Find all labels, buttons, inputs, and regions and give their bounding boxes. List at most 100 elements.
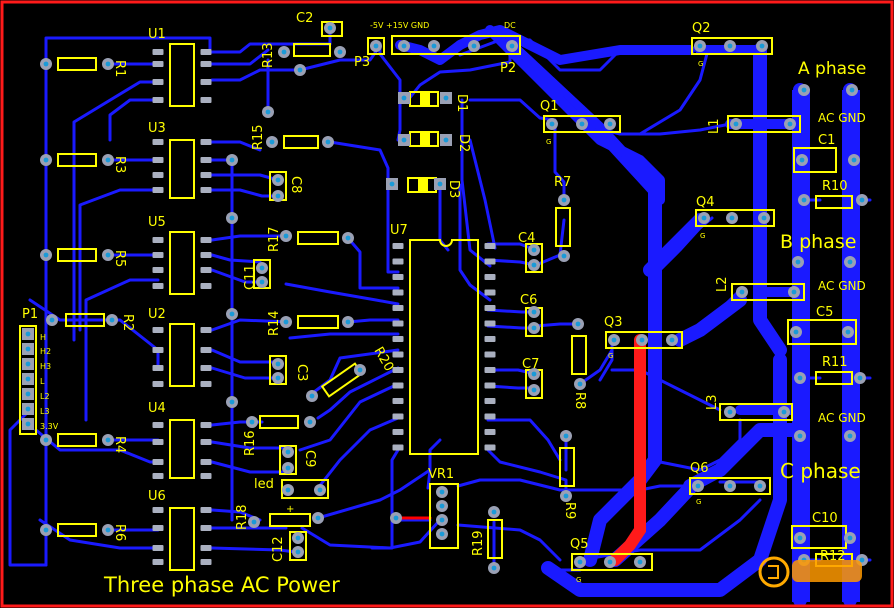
label-R13: R13 <box>261 42 276 68</box>
solder-pad <box>724 480 736 492</box>
solder-pad <box>392 398 404 404</box>
solder-pad <box>440 92 452 104</box>
solder-pad <box>848 154 860 166</box>
solder-pad <box>386 178 398 190</box>
solder-pad <box>428 40 440 52</box>
label-P2: P2 <box>500 61 516 76</box>
solder-pad <box>152 237 164 243</box>
p2-pin-labels: -5V +15V GND <box>370 21 429 30</box>
p1-pin-label: 3.3V <box>40 422 59 431</box>
solder-pad <box>392 274 404 280</box>
label-Q2: Q2 <box>692 21 711 36</box>
solder-pad <box>608 334 620 346</box>
solder-pad <box>794 430 806 442</box>
solder-pad <box>152 49 164 55</box>
label-R18: R18 <box>235 504 250 530</box>
solder-pad <box>484 413 496 420</box>
solder-pad <box>282 484 294 496</box>
board-title: Three phase AC Power <box>103 573 340 597</box>
label-led: led <box>254 477 274 492</box>
solder-pad <box>200 49 212 55</box>
phase-b-label: B phase <box>780 231 856 253</box>
solder-pad <box>278 46 290 58</box>
solder-pad <box>636 334 648 346</box>
solder-pad <box>306 390 318 402</box>
phase-a-label: A phase <box>798 59 866 79</box>
solder-pad <box>226 396 238 408</box>
label-R8: R8 <box>572 392 587 409</box>
label-C11: C11 <box>243 264 258 290</box>
label-R9: R9 <box>562 502 577 519</box>
solder-pad <box>200 347 212 353</box>
solder-pad <box>604 118 616 130</box>
solder-pad <box>484 289 496 296</box>
solder-pad <box>758 212 770 224</box>
solder-pad <box>506 40 518 52</box>
label-R19: R19 <box>471 530 486 556</box>
label-C4: C4 <box>518 231 535 246</box>
solder-pad <box>200 97 212 103</box>
solder-pad <box>314 484 326 496</box>
solder-pad <box>200 525 212 531</box>
solder-pad <box>788 286 800 298</box>
label-Q4: Q4 <box>696 195 715 210</box>
label-R3: R3 <box>112 156 127 173</box>
p2-dc-label: DC <box>504 21 516 30</box>
solder-pad <box>152 507 164 513</box>
solder-pad <box>398 40 410 52</box>
p1-pin-label: H2 <box>40 347 51 356</box>
label-Q5: Q5 <box>570 537 589 552</box>
solder-pad <box>484 429 496 435</box>
label-C8: C8 <box>288 176 303 193</box>
solder-pad <box>436 500 448 512</box>
label-R15: R15 <box>251 124 266 150</box>
label-C1: C1 <box>818 133 835 148</box>
solder-pad <box>692 480 704 492</box>
solder-pad <box>200 459 212 465</box>
p1-pin-label: H <box>40 333 46 342</box>
solder-pad <box>574 556 586 568</box>
solder-pad <box>856 194 868 206</box>
solder-pad <box>342 232 354 244</box>
solder-pad <box>484 243 496 249</box>
solder-pad <box>844 532 856 544</box>
solder-pad <box>200 237 212 243</box>
solder-pad <box>484 351 496 358</box>
label-U2: U2 <box>148 307 166 322</box>
solder-pad <box>152 459 164 465</box>
solder-pad <box>40 434 52 446</box>
solder-pad <box>292 546 304 558</box>
solder-pad <box>798 84 810 96</box>
solder-pad <box>200 61 212 67</box>
solder-pad <box>272 372 284 384</box>
solder-pad <box>152 172 164 178</box>
solder-pad <box>200 172 212 178</box>
solder-pad <box>484 382 496 389</box>
solder-pad <box>488 506 500 518</box>
label-L2: L2 <box>715 276 730 292</box>
label-R6: R6 <box>112 524 127 541</box>
solder-pad <box>22 328 34 340</box>
solder-pad <box>304 416 316 428</box>
solder-pad <box>22 418 34 430</box>
solder-pad <box>392 258 404 265</box>
label-C12: C12 <box>271 536 286 562</box>
gate-label-q6: G <box>696 498 701 506</box>
solder-pad <box>40 154 52 166</box>
solder-pad <box>40 58 52 70</box>
solder-pad <box>200 559 212 565</box>
solder-pad <box>370 40 382 52</box>
solder-pad <box>200 187 212 193</box>
solder-pad <box>484 305 496 311</box>
solder-pad <box>294 64 306 76</box>
label-R2: R2 <box>120 314 135 331</box>
label-L1: L1 <box>707 118 722 134</box>
solder-pad <box>266 136 278 148</box>
solder-pad <box>324 22 336 34</box>
solder-pad <box>844 430 856 442</box>
label-P3: P3 <box>354 55 370 70</box>
solder-pad <box>558 194 570 206</box>
label-R4: R4 <box>112 436 127 453</box>
solder-pad <box>794 372 806 384</box>
solder-pad <box>724 406 736 418</box>
